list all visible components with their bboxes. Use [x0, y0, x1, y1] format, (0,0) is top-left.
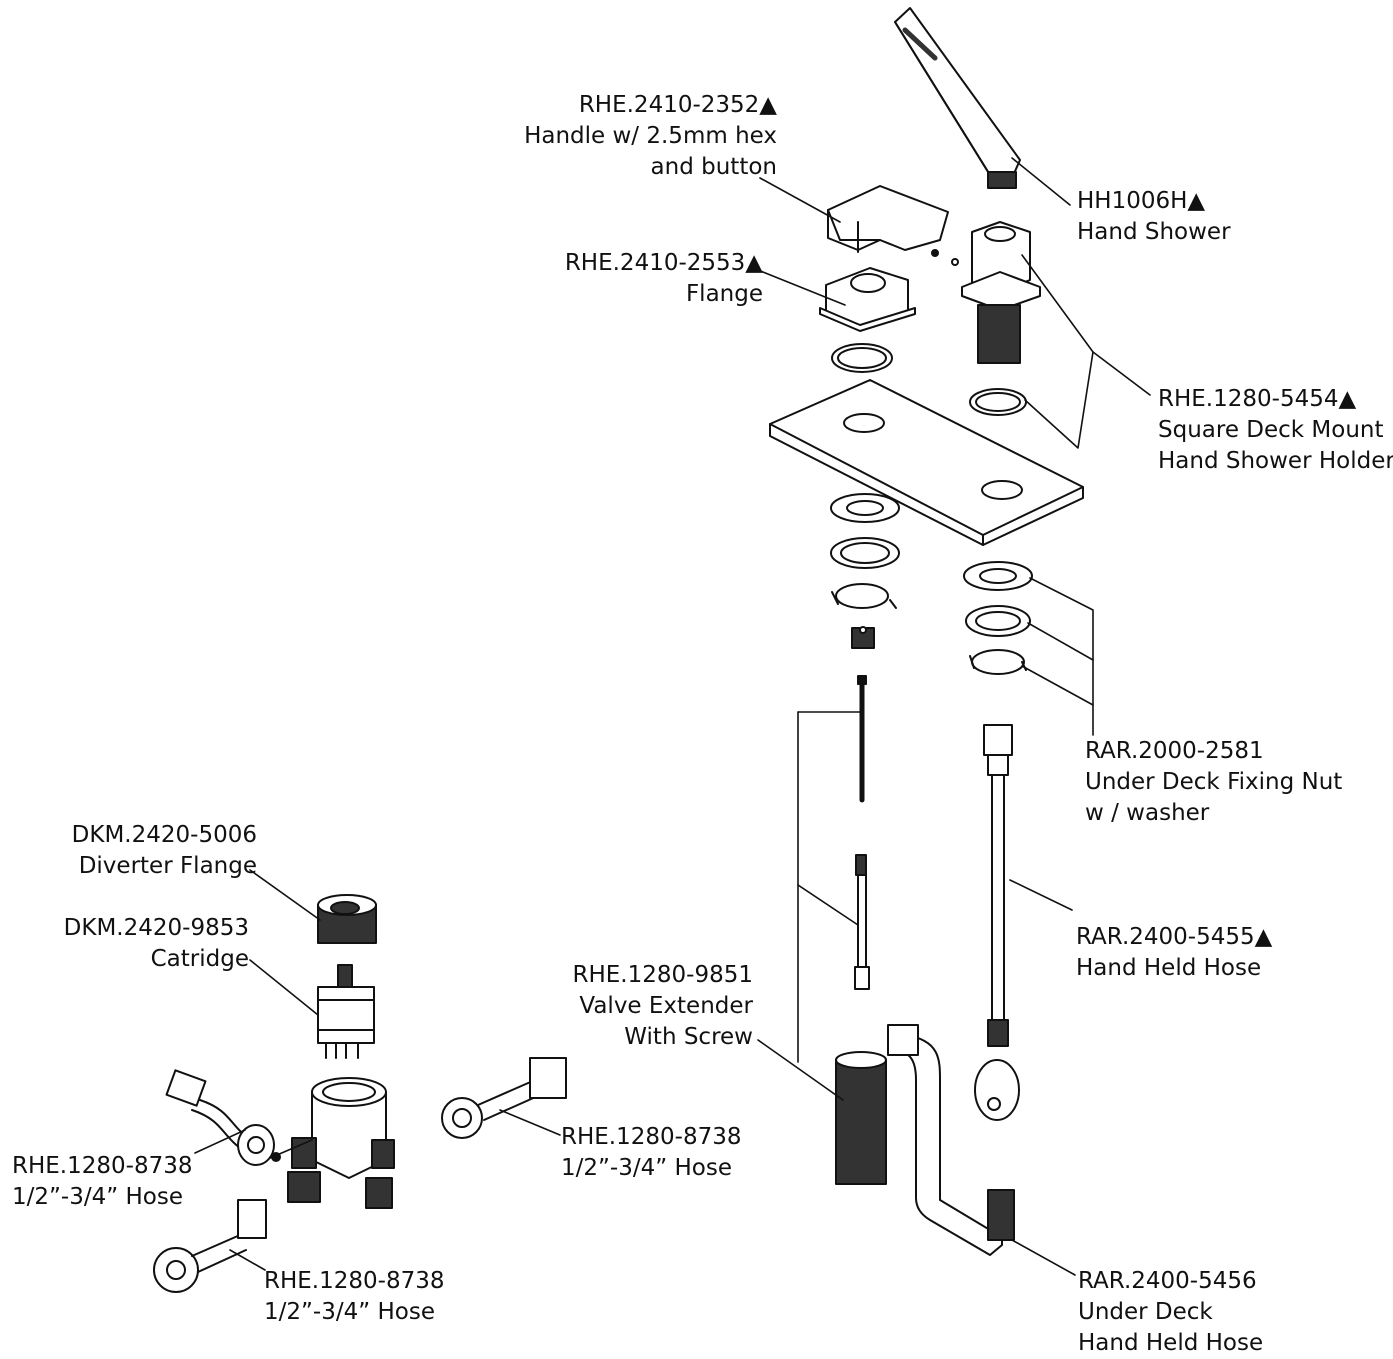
holder-o-ring [969, 388, 1027, 416]
label-diverter-flange: DKM.2420-5006 Diverter Flange [72, 820, 257, 882]
label-hose-right-code: RHE.1280-8738 [561, 1124, 742, 1150]
label-hose-bottom: RHE.1280-8738 1/2”-3/4” Hose [264, 1266, 445, 1328]
label-valve-extender: RHE.1280-9851 Valve Extender With Screw [573, 960, 754, 1053]
label-flange-line1: Flange [685, 281, 763, 307]
label-valve-extender-line1: Valve Extender [579, 993, 753, 1019]
label-handle-code: RHE.2410-2352▲ [578, 92, 777, 118]
label-diverter-flange-line1: Diverter Flange [78, 853, 257, 879]
label-under-deck-hose-code: RAR.2400-5456 [1078, 1268, 1257, 1294]
label-under-deck-hose-line1: Under Deck [1078, 1299, 1213, 1325]
deck-mount-holder-part [961, 221, 1041, 364]
label-handle: RHE.2410-2352▲ Handle w/ 2.5mm hex and b… [524, 90, 777, 183]
label-cartridge: DKM.2420-9853 Catridge [64, 913, 249, 975]
label-hand-shower: HH1006H▲ Hand Shower [1077, 186, 1231, 248]
label-fixing-nut: RAR.2000-2581 Under Deck Fixing Nut w / … [1085, 736, 1342, 829]
label-fixing-nut-code: RAR.2000-2581 [1085, 738, 1264, 764]
label-hose-right-line1: 1/2”-3/4” Hose [561, 1155, 732, 1181]
flange-part [819, 267, 916, 332]
valve-extender-part [854, 854, 870, 990]
hand-shower-part [894, 7, 1021, 189]
label-flange: RHE.2410-2553▲ Flange [565, 248, 763, 310]
label-hand-shower-code: HH1006H▲ [1077, 188, 1206, 214]
label-diverter-flange-code: DKM.2420-5006 [71, 822, 257, 848]
label-fixing-nut-line2: w / washer [1085, 800, 1210, 826]
flange-o-ring [831, 343, 893, 373]
label-cartridge-line1: Catridge [150, 946, 249, 972]
label-hose-bottom-line1: 1/2”-3/4” Hose [264, 1299, 435, 1325]
label-handle-line1: Handle w/ 2.5mm hex [524, 123, 777, 149]
threaded-extender-part [835, 1059, 887, 1185]
leader-lines [194, 157, 1151, 1276]
label-fixing-nut-line1: Under Deck Fixing Nut [1085, 769, 1343, 795]
label-flange-code: RHE.2410-2553▲ [564, 250, 763, 276]
label-hose-left-code: RHE.1280-8738 [12, 1153, 193, 1179]
label-hand-held-hose-line1: Hand Held Hose [1076, 955, 1262, 981]
label-under-deck-hose: RAR.2400-5456 Under Deck Hand Held Hose [1078, 1266, 1263, 1359]
label-deck-mount: RHE.1280-5454▲ Square Deck Mount Hand Sh… [1158, 384, 1393, 477]
label-deck-mount-code: RHE.1280-5454▲ [1158, 386, 1357, 412]
label-handle-line2: and button [650, 154, 777, 180]
label-hand-held-hose: RAR.2400-5455▲ Hand Held Hose [1076, 922, 1272, 984]
label-deck-mount-line1: Square Deck Mount [1158, 417, 1384, 443]
hose-right-part [441, 1057, 567, 1139]
cartridge-part [317, 964, 375, 1059]
label-deck-mount-line2: Hand Shower Holder [1158, 448, 1393, 474]
label-hose-bottom-code: RHE.1280-8738 [264, 1268, 445, 1294]
deck-plate-part [769, 379, 1084, 546]
label-valve-extender-line2: With Screw [624, 1024, 753, 1050]
label-hose-left-line1: 1/2”-3/4” Hose [12, 1184, 183, 1210]
label-hose-left: RHE.1280-8738 1/2”-3/4” Hose [12, 1151, 193, 1213]
diverter-body-part [271, 1077, 395, 1209]
handle-part [827, 185, 959, 266]
hose-left-part [165, 1069, 275, 1166]
hand-held-hose-part [974, 724, 1020, 1121]
label-hose-right: RHE.1280-8738 1/2”-3/4” Hose [561, 1122, 742, 1184]
label-hand-shower-line1: Hand Shower [1077, 219, 1231, 245]
label-cartridge-code: DKM.2420-9853 [63, 915, 249, 941]
under-deck-hose-part [887, 1024, 1015, 1256]
label-hand-held-hose-code: RAR.2400-5455▲ [1076, 924, 1273, 950]
label-under-deck-hose-line2: Hand Held Hose [1078, 1330, 1264, 1356]
diverter-flange-part [317, 894, 377, 944]
label-valve-extender-code: RHE.1280-9851 [572, 962, 754, 988]
hose-bottom-part [153, 1199, 267, 1293]
